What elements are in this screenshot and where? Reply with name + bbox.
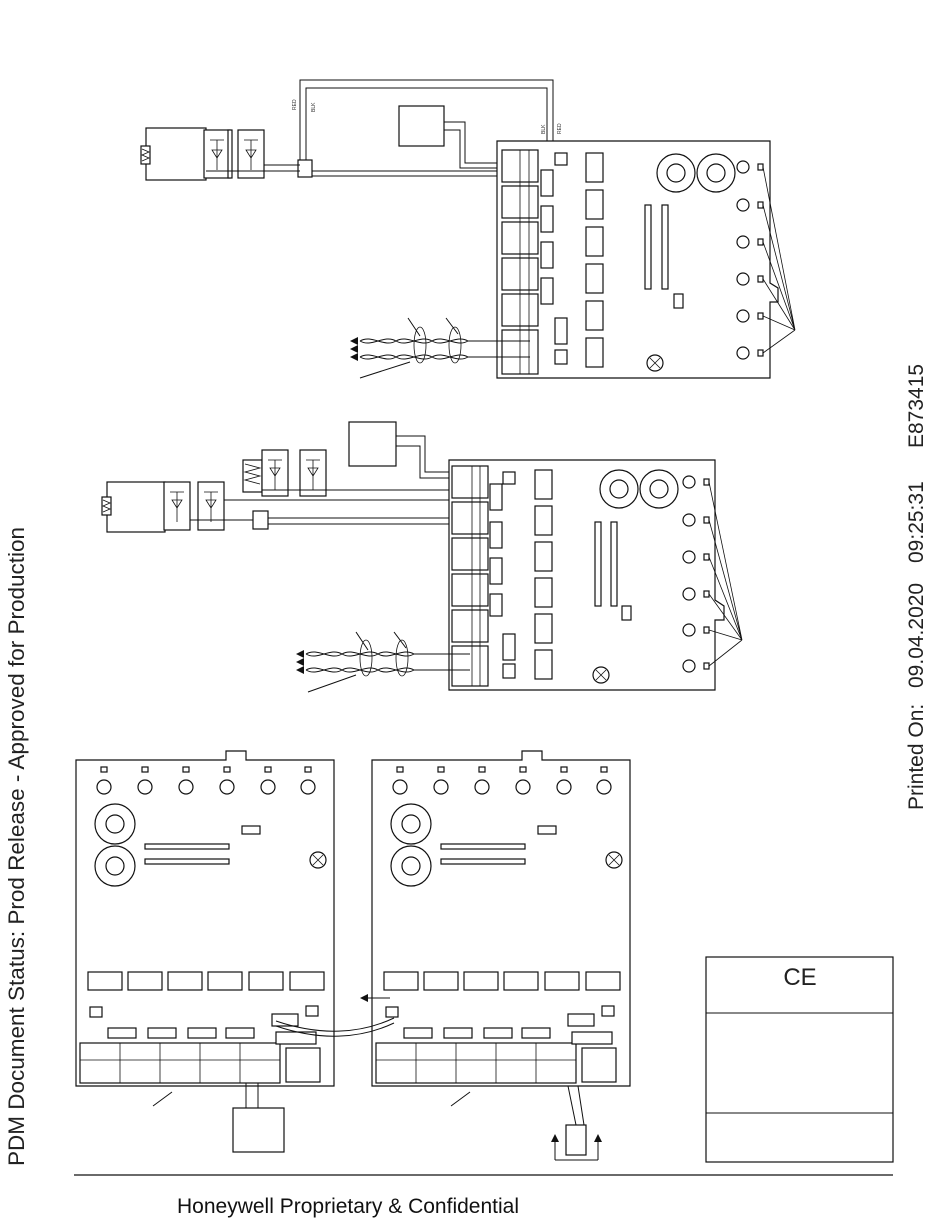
bottom-right-board: [372, 751, 630, 1106]
red-label-2: RED: [557, 123, 563, 134]
device-box-2: [107, 482, 165, 532]
blk-label-2: BLK: [541, 124, 547, 134]
blk-label-1: BLK: [311, 102, 317, 112]
ce-table: CE: [706, 957, 893, 1162]
middle-board-mount-hole: [593, 667, 609, 683]
top-module-diagram: RED BLK BLK RED: [141, 80, 795, 378]
middle-module-diagram: [102, 422, 742, 692]
middle-twisted-pair: [296, 632, 470, 692]
top-board-mount-hole: [647, 355, 663, 371]
sensor-connector: [551, 1086, 602, 1160]
device-box: [146, 128, 206, 180]
bottom-left-board: [76, 751, 334, 1106]
red-label-1: RED: [292, 99, 298, 110]
external-device-box: [233, 1108, 284, 1152]
junction-box: [298, 160, 312, 177]
ce-mark: CE: [783, 964, 816, 991]
power-supply: [399, 106, 444, 146]
power-supply-2: [349, 422, 396, 466]
top-board: [497, 141, 778, 378]
